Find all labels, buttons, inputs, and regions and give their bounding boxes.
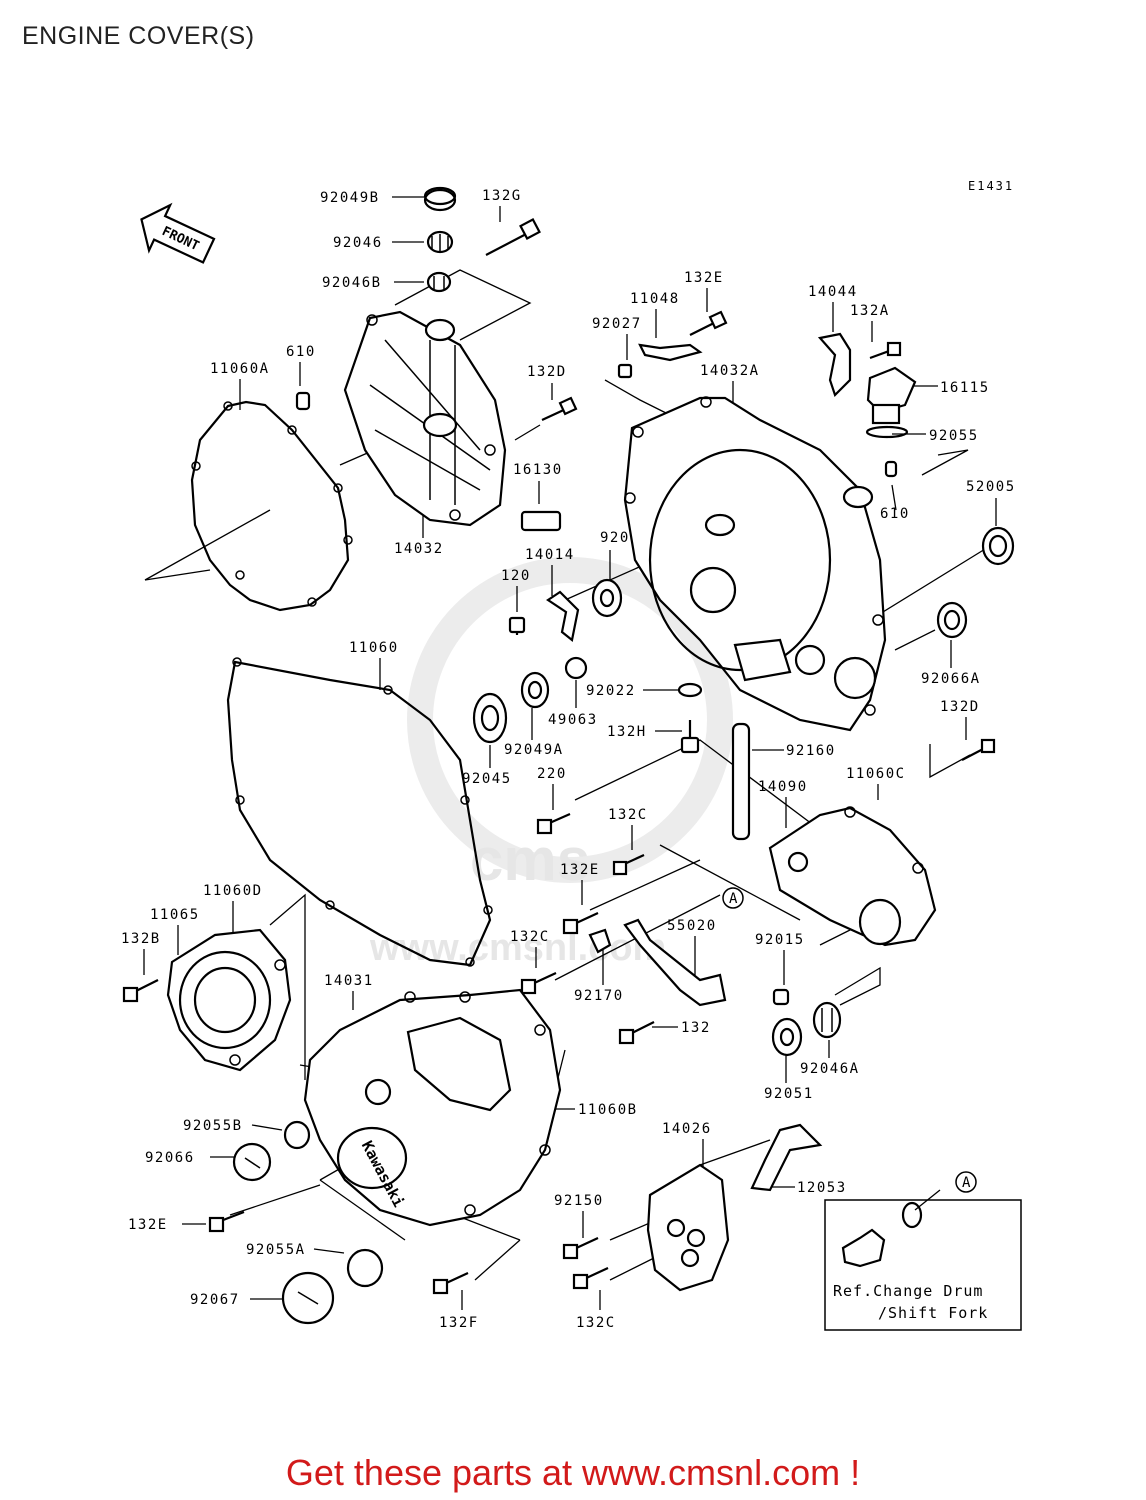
part-label: 132H <box>607 724 647 740</box>
callout-marker-a: A <box>722 887 744 909</box>
page-title: ENGINE COVER(S) <box>22 22 255 50</box>
part-label: 11065 <box>150 907 200 923</box>
part-label: 92015 <box>755 932 805 948</box>
part-label: 55020 <box>667 918 717 934</box>
part-label: 132F <box>439 1315 479 1331</box>
part-label: 14090 <box>758 779 808 795</box>
part-label: 132E <box>684 270 724 286</box>
part-label: 92150 <box>554 1193 604 1209</box>
part-label: 14031 <box>324 973 374 989</box>
part-label: 92049A <box>504 742 564 758</box>
part-label: 610 <box>880 506 910 522</box>
part-label: 11048 <box>630 291 680 307</box>
part-label: 49063 <box>548 712 598 728</box>
part-label: 92055A <box>246 1242 306 1258</box>
part-label: 92067 <box>190 1292 240 1308</box>
part-label: 92055 <box>929 428 979 444</box>
part-label: 12053 <box>797 1180 847 1196</box>
part-label: 11060A <box>210 361 270 377</box>
part-label: 14014 <box>525 547 575 563</box>
part-label: 132D <box>527 364 567 380</box>
part-label: 14032A <box>700 363 760 379</box>
part-label: 11060B <box>578 1102 638 1118</box>
part-label: 132C <box>576 1315 616 1331</box>
part-label: 92170 <box>574 988 624 1004</box>
part-labels: 92049B 132G 92046 92046B 610 11060A 1403… <box>121 188 1016 1331</box>
part-label: 92055B <box>183 1118 243 1134</box>
part-label: 132C <box>608 807 648 823</box>
part-label: 132E <box>560 862 600 878</box>
leader-lines <box>143 196 997 1310</box>
part-label: 14026 <box>662 1121 712 1137</box>
part-label: 92045 <box>462 771 512 787</box>
reference-line-1: Ref.Change Drum <box>833 1282 983 1300</box>
footer-link[interactable]: Get these parts at www.cmsnl.com ! <box>285 1452 861 1493</box>
reference-marker: A <box>962 1175 972 1191</box>
part-label: 92066 <box>145 1150 195 1166</box>
part-label: 92051 <box>764 1086 814 1102</box>
part-label: 132D <box>940 699 980 715</box>
part-label: 11060C <box>846 766 906 782</box>
part-label: 16130 <box>513 462 563 478</box>
part-label: 92160 <box>786 743 836 759</box>
part-label: 92027 <box>592 316 642 332</box>
part-label: 92066A <box>921 671 981 687</box>
part-label: 11060 <box>349 640 399 656</box>
part-label: 14032 <box>394 541 444 557</box>
diagram-code: E1431 <box>968 179 1014 193</box>
part-label: 132G <box>482 188 522 204</box>
part-label: 132 <box>681 1020 711 1036</box>
reference-line-2: /Shift Fork <box>878 1304 988 1322</box>
part-label: 16115 <box>940 380 990 396</box>
part-label: 610 <box>286 344 316 360</box>
part-label: 132E <box>128 1217 168 1233</box>
part-drawings: Kawasaki <box>122 186 1015 1325</box>
part-label: 120 <box>501 568 531 584</box>
part-label: 132B <box>121 931 161 947</box>
front-arrow-icon: FRONT <box>140 202 216 264</box>
part-label: 132A <box>850 303 890 319</box>
part-label: 92046B <box>322 275 382 291</box>
part-label: 92022 <box>586 683 636 699</box>
part-label: 11060D <box>203 883 263 899</box>
part-label: 92046 <box>333 235 383 251</box>
part-label: 92049B <box>320 190 380 206</box>
part-label: 220 <box>537 766 567 782</box>
part-label: 14044 <box>808 284 858 300</box>
part-label: 92046A <box>800 1061 860 1077</box>
part-label: 52005 <box>966 479 1016 495</box>
watermark-main: cms <box>470 826 590 893</box>
part-label: 132C <box>510 929 550 945</box>
reference-box: A Ref.Change Drum /Shift Fork <box>824 1171 1022 1331</box>
callout-marker-text: A <box>729 891 739 907</box>
